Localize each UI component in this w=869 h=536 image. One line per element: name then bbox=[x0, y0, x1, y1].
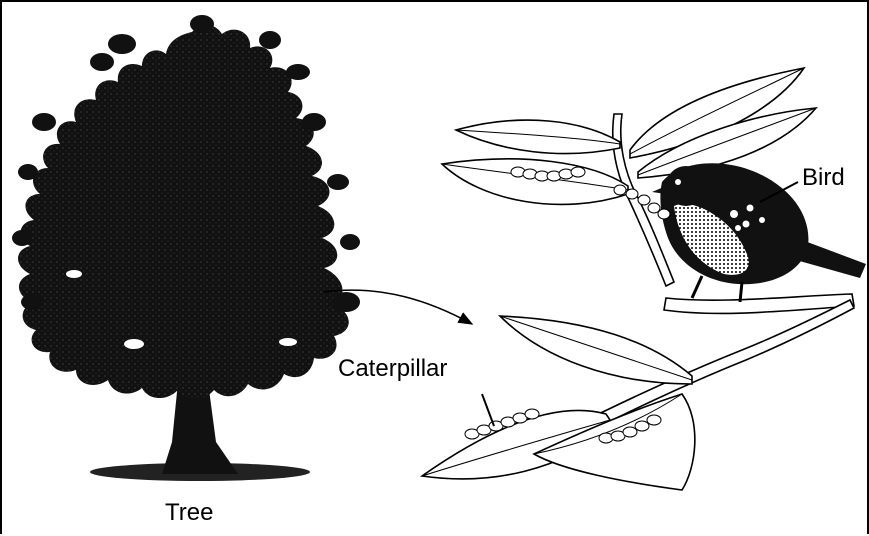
leaf-middle-left bbox=[442, 159, 628, 205]
upper-branch bbox=[442, 68, 854, 313]
tree-label: Tree bbox=[165, 501, 213, 525]
bird-label: Bird bbox=[802, 166, 845, 190]
leaf-upper-left bbox=[456, 120, 620, 153]
lower-branch bbox=[422, 300, 854, 490]
leaf-lower-top bbox=[500, 316, 692, 384]
bird-eye bbox=[675, 179, 681, 185]
caterpillar-label: Caterpillar bbox=[338, 357, 447, 381]
bird-head bbox=[666, 166, 706, 206]
caterpillar-label-pointer bbox=[482, 394, 494, 426]
bird-beak bbox=[652, 186, 666, 194]
tree-illustration bbox=[12, 15, 360, 481]
tree-canopy bbox=[18, 25, 349, 399]
